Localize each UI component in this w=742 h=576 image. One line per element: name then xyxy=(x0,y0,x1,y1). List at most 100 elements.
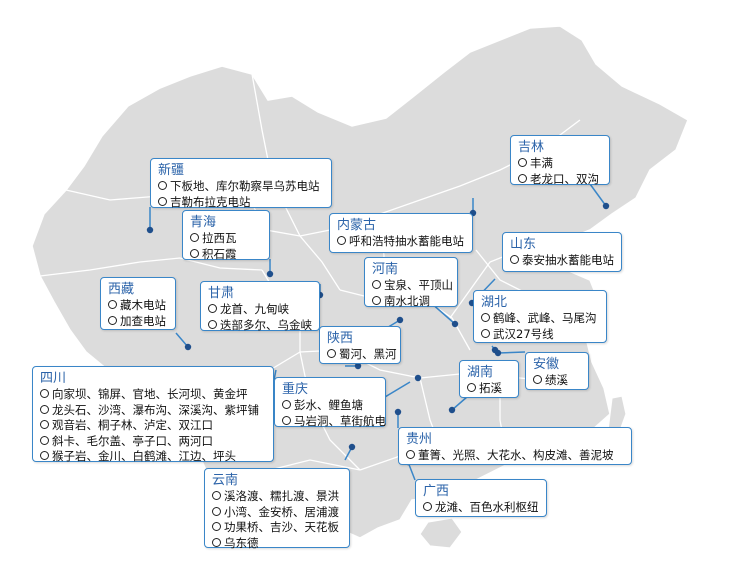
region-name: 贵州 xyxy=(406,432,433,447)
callout-shaanxi: 陕西 蜀河、黑河 xyxy=(319,326,401,364)
region-name: 湖南 xyxy=(467,365,494,380)
station-item: 彭水、鲤鱼塘 xyxy=(282,398,378,414)
bullet-icon xyxy=(190,233,199,242)
bullet-icon xyxy=(467,383,476,392)
station-item: 加查电站 xyxy=(108,314,168,330)
station-item: 丰满 xyxy=(518,156,602,172)
station-item: 猴子岩、金川、白鹤滩、江边、坪头 xyxy=(40,449,266,465)
station-item: 武汉27号线 xyxy=(481,327,599,343)
station-item: 龙滩、百色水利枢纽 xyxy=(423,500,539,516)
dot-sichuan xyxy=(354,362,362,370)
dot-qinghai xyxy=(266,270,274,278)
region-name: 四川 xyxy=(40,371,67,386)
station-item: 宝泉、平顶山 xyxy=(372,278,453,294)
callout-guizhou: 贵州 董箐、光照、大花水、构皮滩、善泥坡 xyxy=(398,427,632,465)
taiwan-island xyxy=(607,395,627,437)
callout-gansu: 甘肃 龙首、九甸峡 迭部多尔、乌金峡 xyxy=(200,281,320,334)
region-name: 西藏 xyxy=(108,282,135,297)
bullet-icon xyxy=(282,415,291,425)
station-item: 斜卡、毛尔盖、亭子口、两河口 xyxy=(40,434,266,450)
station-item: 观音岩、桐子林、泸定、双江口 xyxy=(40,418,266,434)
station-item: 乌东德 xyxy=(212,536,342,552)
bullet-icon xyxy=(212,522,221,531)
station-item: 吉勒布拉克电站 xyxy=(158,195,324,211)
station-item: 小湾、金安桥、居浦渡 xyxy=(212,505,342,521)
dot-shaanxi xyxy=(396,316,404,324)
station-item: 呼和浩特抽水蓄能电站 xyxy=(337,234,465,250)
callout-shandong: 山东 泰安抽水蓄能电站 xyxy=(502,232,622,272)
callout-qinghai: 青海 拉西瓦 积石霞 xyxy=(182,210,270,263)
bullet-icon xyxy=(40,451,49,460)
station-item: 马岩洞、草街航电 xyxy=(282,414,386,430)
callout-henan: 河南 宝泉、平顶山 南水北调 xyxy=(364,257,458,310)
bullet-icon xyxy=(518,173,527,183)
callout-xizang: 西藏 藏木电站 加查电站 xyxy=(100,277,176,330)
bullet-icon xyxy=(327,349,336,358)
dot-guizhou xyxy=(394,408,402,416)
station-item: 迭部多尔、乌金峡 xyxy=(208,318,312,334)
bullet-icon xyxy=(40,404,49,414)
bullet-icon xyxy=(158,181,167,190)
callout-anhui: 安徽 绩溪 xyxy=(525,352,589,390)
station-item: 蜀河、黑河 xyxy=(327,347,397,363)
station-item: 下板地、库尔勒察旱乌苏电站 xyxy=(158,179,324,195)
bullet-icon xyxy=(40,435,49,445)
station-item: 鹤峰、武峰、马尾沟 xyxy=(481,311,599,327)
callout-chongqing: 重庆 彭水、鲤鱼塘 马岩洞、草街航电 xyxy=(274,377,386,430)
dot-xinjiang xyxy=(146,226,154,234)
station-item: 泰安抽水蓄能电站 xyxy=(510,253,614,269)
region-name: 山东 xyxy=(510,237,537,252)
station-item: 老龙口、双沟 xyxy=(518,172,602,188)
station-item: 藏木电站 xyxy=(108,298,168,314)
callout-neimenggu: 内蒙古 呼和浩特抽水蓄能电站 xyxy=(329,213,473,253)
bullet-icon xyxy=(481,328,490,338)
region-name: 内蒙古 xyxy=(337,218,377,233)
region-name: 安徽 xyxy=(533,357,560,372)
dot-chongqing xyxy=(414,374,422,382)
bullet-icon xyxy=(212,537,221,547)
bullet-icon xyxy=(108,315,117,325)
station-item: 向家坝、锦屏、官地、长河坝、黄金坪 xyxy=(40,387,266,403)
callout-guangxi: 广西 龙滩、百色水利枢纽 xyxy=(415,479,547,517)
bullet-icon xyxy=(40,420,49,429)
bullet-icon xyxy=(481,313,490,322)
region-name: 吉林 xyxy=(518,140,545,155)
bullet-icon xyxy=(190,248,199,258)
dot-henan xyxy=(451,320,459,328)
callout-sichuan: 四川 向家坝、锦屏、官地、长河坝、黄金坪 龙头石、沙湾、瀑布沟、深溪沟、紫坪铺 … xyxy=(32,366,274,465)
dot-hunan xyxy=(448,406,456,414)
dot-jilin xyxy=(602,202,610,210)
bullet-icon xyxy=(406,450,415,459)
station-item: 绩溪 xyxy=(533,373,581,389)
region-name: 陕西 xyxy=(327,331,354,346)
region-name: 青海 xyxy=(190,215,217,230)
region-name: 广西 xyxy=(423,484,450,499)
bullet-icon xyxy=(212,491,221,500)
bullet-icon xyxy=(208,319,217,329)
region-name: 河南 xyxy=(372,262,399,277)
bullet-icon xyxy=(533,375,542,384)
station-item: 拓溪 xyxy=(467,381,511,397)
bullet-icon xyxy=(337,236,346,245)
station-item: 南水北调 xyxy=(372,294,450,310)
bullet-icon xyxy=(158,196,167,206)
station-item: 溪洛渡、糯扎渡、景洪 xyxy=(212,489,342,505)
callout-xinjiang: 新疆 下板地、库尔勒察旱乌苏电站 吉勒布拉克电站 xyxy=(150,158,332,211)
hainan-island xyxy=(419,517,463,549)
bullet-icon xyxy=(40,389,49,398)
region-name: 云南 xyxy=(212,473,239,488)
bullet-icon xyxy=(212,506,221,516)
station-item: 功果桥、吉沙、天花板 xyxy=(212,520,342,536)
station-item: 积石霞 xyxy=(190,247,262,263)
region-name: 湖北 xyxy=(481,295,508,310)
station-item: 拉西瓦 xyxy=(190,231,262,247)
station-item: 龙首、九甸峡 xyxy=(208,302,312,318)
dot-anhui xyxy=(494,349,502,357)
station-item: 龙头石、沙湾、瀑布沟、深溪沟、紫坪铺 xyxy=(40,403,266,419)
dot-xizang xyxy=(184,343,192,351)
region-name: 新疆 xyxy=(158,163,185,178)
region-name: 甘肃 xyxy=(208,286,235,301)
bullet-icon xyxy=(108,300,117,309)
callout-hubei: 湖北 鹤峰、武峰、马尾沟 武汉27号线 xyxy=(473,290,607,343)
bullet-icon xyxy=(208,304,217,313)
